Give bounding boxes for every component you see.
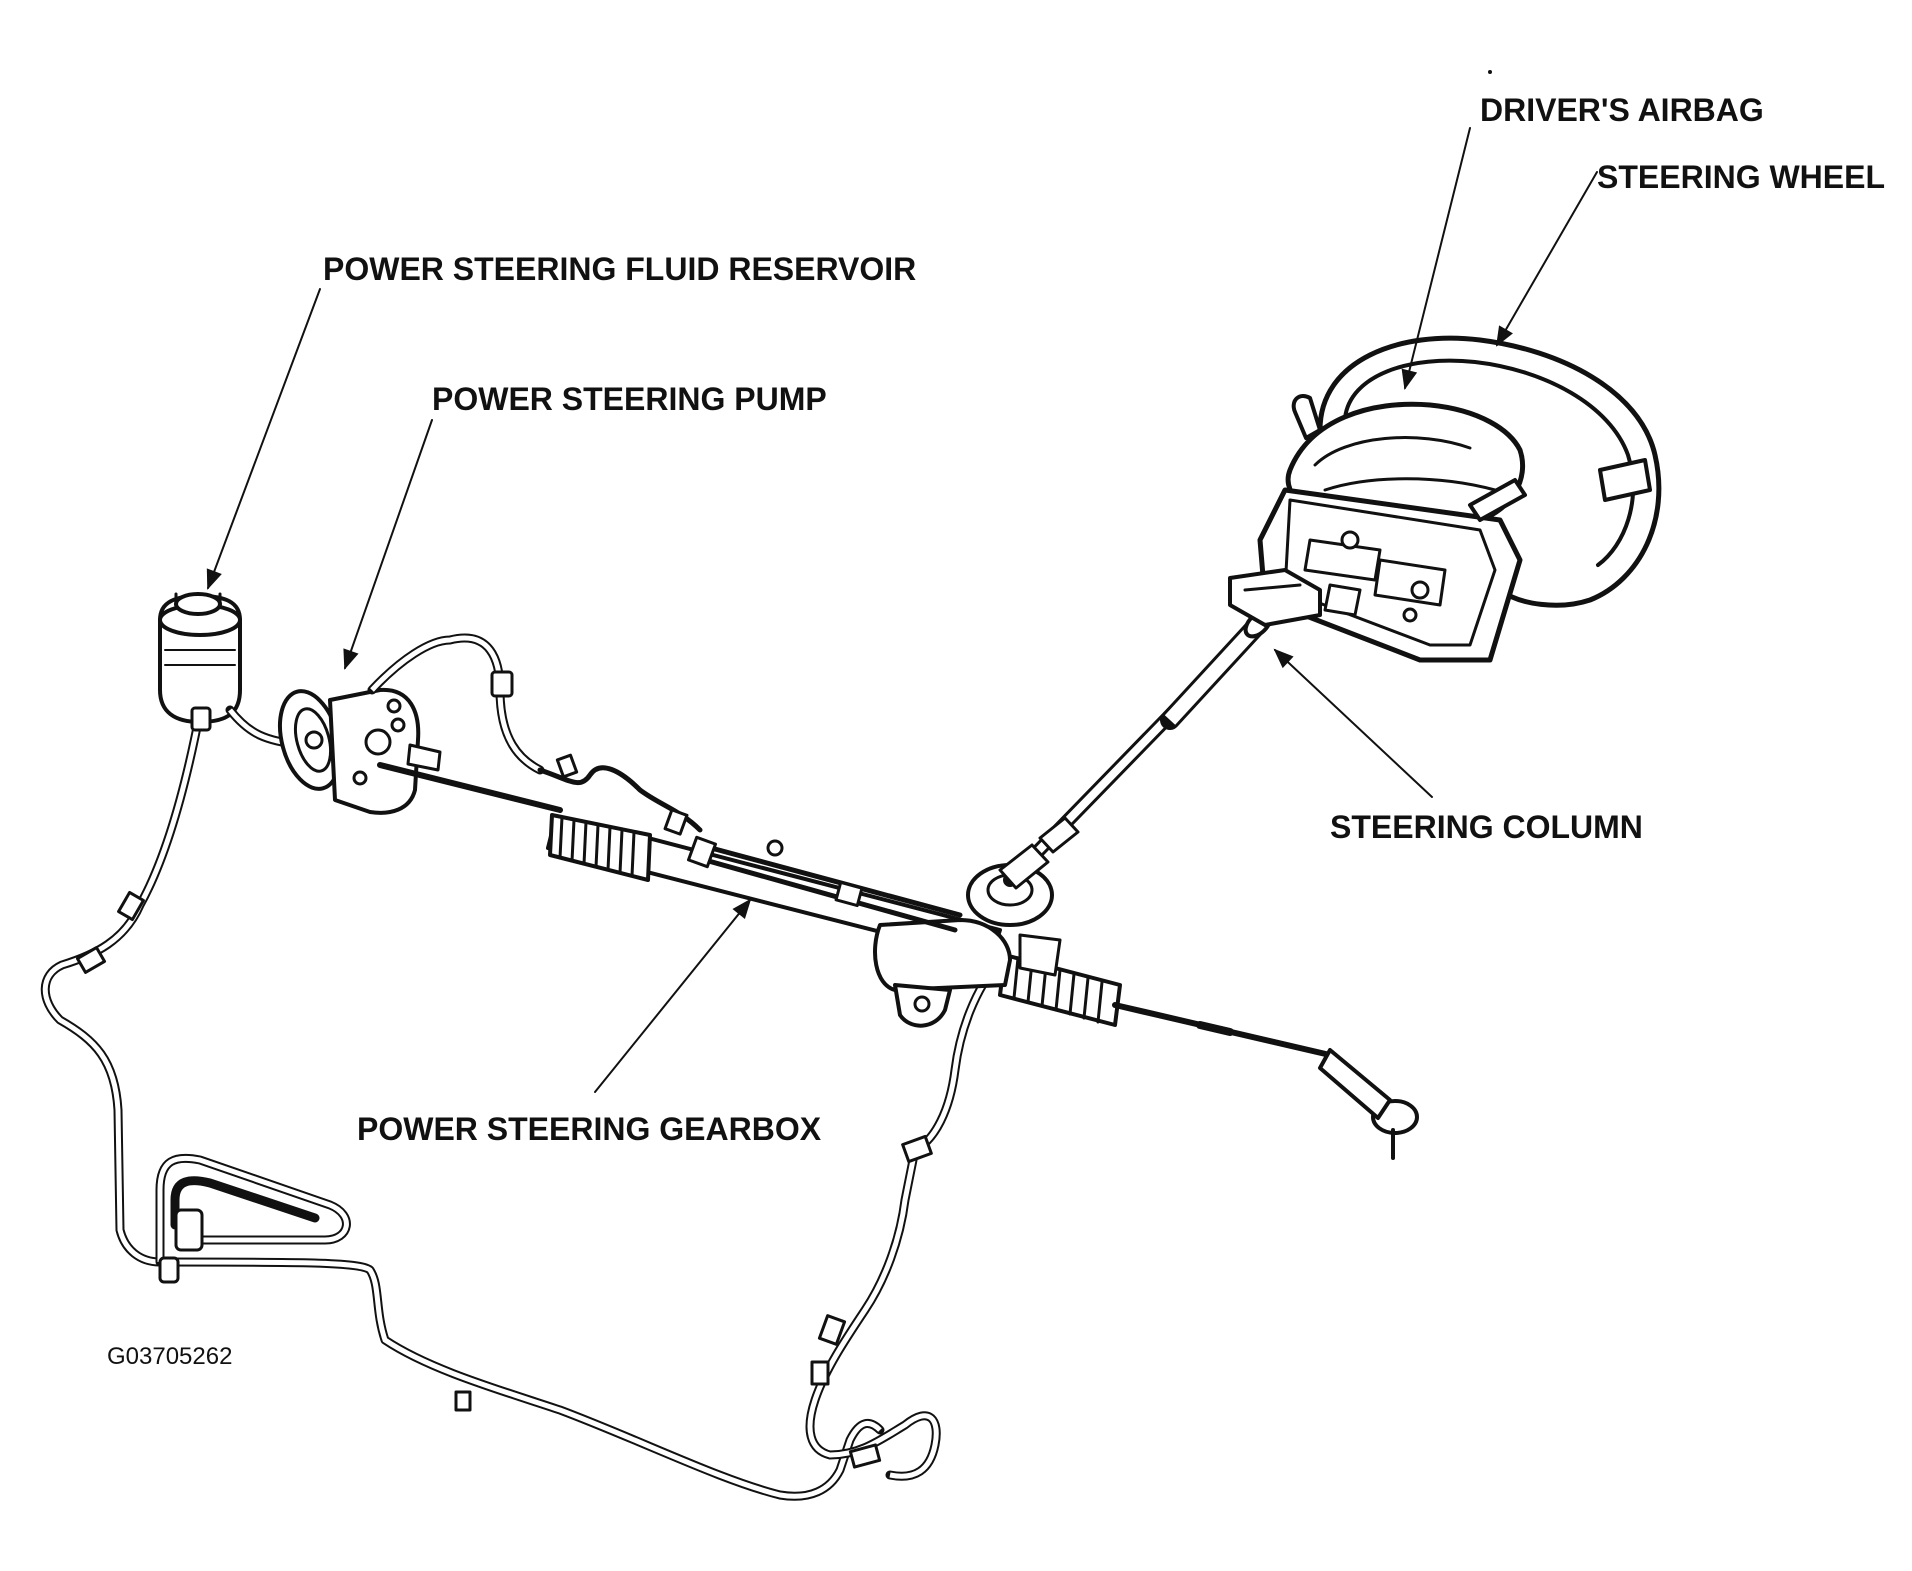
leader-drivers-airbag: [1401, 127, 1471, 390]
label-steering-column: STEERING COLUMN: [1330, 809, 1643, 845]
speck: [1488, 70, 1492, 74]
leader-gearbox: [594, 898, 752, 1093]
pressure-line: [805, 955, 1005, 1481]
return-line: [40, 707, 885, 1501]
label-gearbox: POWER STEERING GEARBOX: [357, 1111, 822, 1147]
right-boot: [998, 953, 1122, 1027]
steering-column-assembly: [1228, 393, 1527, 663]
figure-id: G03705262: [107, 1343, 232, 1370]
label-fluid-reservoir: POWER STEERING FLUID RESERVOIR: [323, 251, 916, 287]
leader-steering-wheel: [1495, 171, 1598, 347]
label-drivers-airbag: DRIVER'S AIRBAG: [1480, 92, 1764, 128]
leader-lines: [206, 127, 1598, 1093]
label-steering-wheel: STEERING WHEEL: [1597, 159, 1885, 195]
leader-pump: [343, 419, 433, 670]
labels: DRIVER'S AIRBAG STEERING WHEEL POWER STE…: [107, 92, 1885, 1370]
left-boot: [548, 813, 652, 882]
leader-fluid-reservoir: [206, 288, 321, 590]
fluid-reservoir: [158, 592, 350, 763]
steering-column-shaft: [998, 609, 1273, 890]
gearbox: [377, 753, 1419, 1160]
pump: [278, 633, 545, 815]
label-pump: POWER STEERING PUMP: [432, 381, 827, 417]
leader-steering-column: [1273, 648, 1433, 798]
